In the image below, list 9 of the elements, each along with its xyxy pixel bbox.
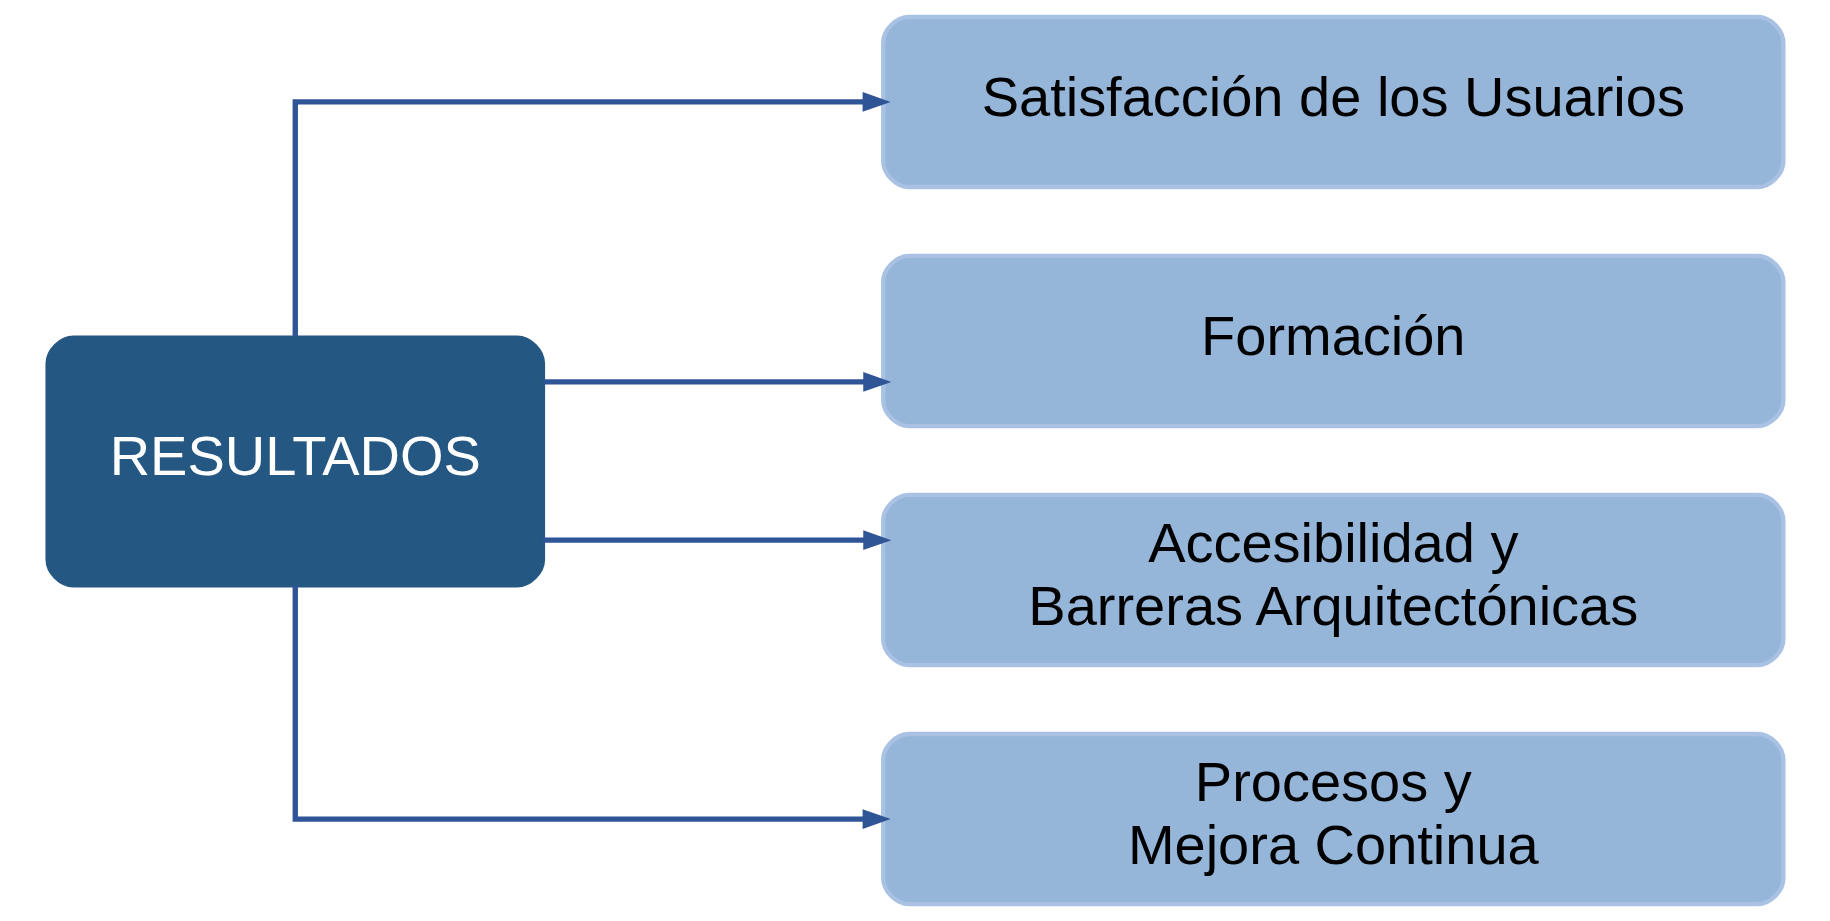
node-box: Procesos y Mejora Continua (880, 731, 1786, 907)
node-box: RESULTADOS (44, 335, 545, 588)
arrow (542, 372, 891, 392)
node-box: Formación (880, 253, 1786, 429)
arrow (292, 585, 891, 829)
node-box: Accesibilidad y Barreras Arquitectónicas (880, 492, 1786, 668)
node-box: Satisfacción de los Usuarios (880, 14, 1786, 190)
arrow (542, 530, 891, 550)
arrow (292, 92, 891, 337)
